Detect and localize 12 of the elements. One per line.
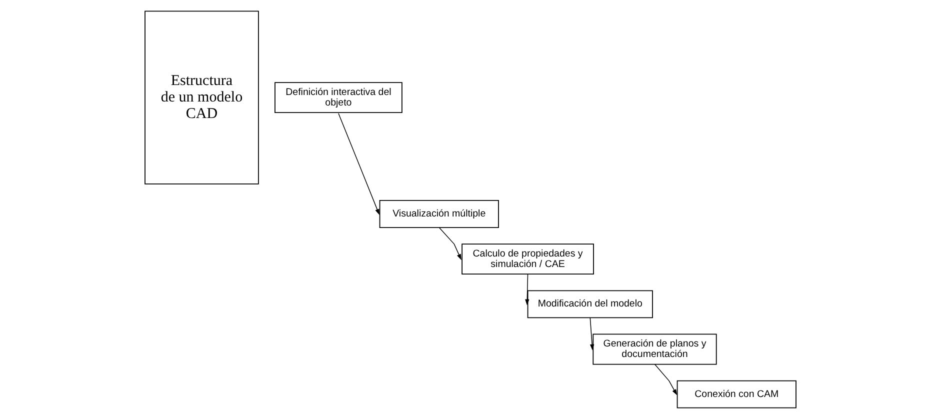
arrow (524, 274, 529, 306)
node-box: Calculo de propiedades y simulación / CAE (461, 244, 594, 275)
node-box: Modificación del modelo (526, 290, 652, 318)
arrow (338, 112, 379, 216)
arrow (438, 227, 461, 260)
arrow (654, 364, 677, 396)
node-box: Definición interactiva del objeto (274, 82, 402, 114)
arrow (589, 317, 594, 350)
node-box: Generación de planos y documentación (592, 334, 716, 365)
node-box: Visualización múltiple (378, 200, 498, 228)
node-box: Estructura de un modelo CAD (144, 10, 258, 184)
node-box: Conexión con CAM (676, 380, 796, 408)
